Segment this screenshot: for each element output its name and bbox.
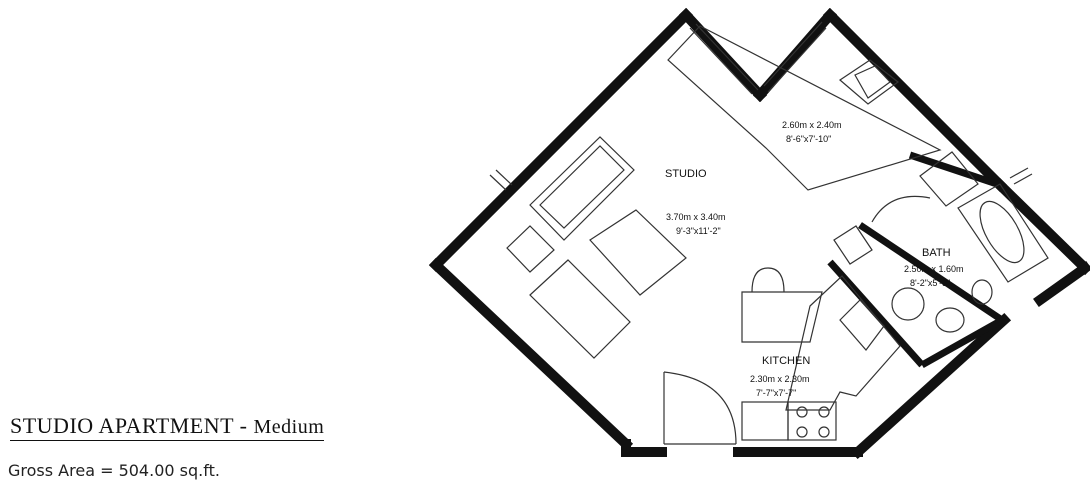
bath-label: BATH [922, 247, 951, 259]
plan-title-separator: - [233, 413, 254, 438]
plan-title: STUDIO APARTMENT - Medium [10, 413, 325, 441]
bed [667, 25, 942, 191]
exterior-walls [428, 7, 1090, 460]
bath-fixtures [833, 151, 1049, 333]
sofa-bottom [529, 259, 631, 359]
bedroom-dim-metric: 2.60m x 2.40m [782, 120, 842, 130]
ottoman [506, 225, 555, 273]
gross-area: Gross Area = 504.00 sq.ft. [8, 461, 220, 480]
bedroom-dim-imperial: 8'-6"x7'-10" [786, 134, 831, 144]
studio-dim-imperial: 9'-3"x11'-2" [676, 226, 721, 236]
kitchen-dim-imperial: 7'-7"x7'-7" [756, 388, 796, 398]
studio-label: STUDIO [665, 168, 707, 180]
coffee-table [589, 209, 687, 296]
bath-dim-imperial: 8'-2"x5'-3" [910, 278, 950, 288]
interior-walls [827, 151, 1004, 369]
kitchen-label: KITCHEN [762, 355, 810, 367]
bath-dim-metric: 2.50m x 1.60m [904, 264, 964, 274]
kitchen-counter [741, 267, 901, 441]
sofa-top [529, 136, 635, 241]
plan-title-main: STUDIO APARTMENT [10, 413, 234, 438]
studio-dim-metric: 3.70m x 3.40m [666, 212, 726, 222]
plan-title-variant: Medium [253, 416, 325, 438]
windows [489, 21, 1033, 191]
kitchen-dim-metric: 2.30m x 2.30m [750, 374, 810, 384]
entrance-door [663, 371, 737, 445]
